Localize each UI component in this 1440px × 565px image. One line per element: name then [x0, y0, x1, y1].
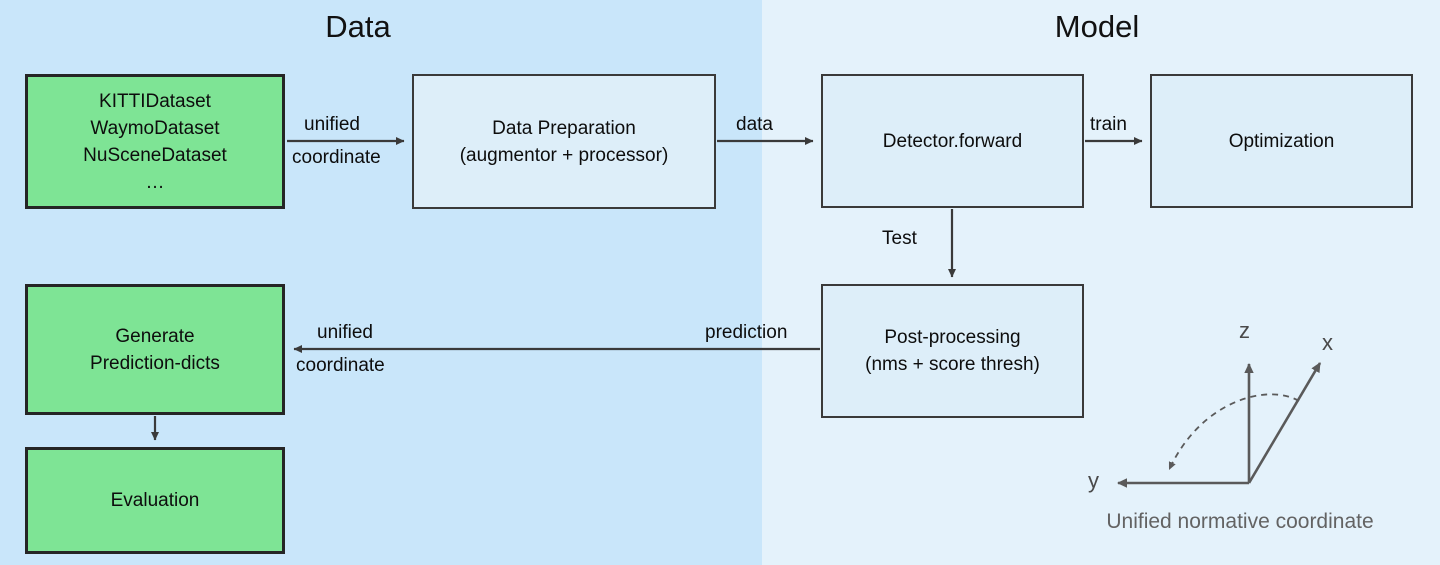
node-data-preparation[interactable]: Data Preparation (augmentor + processor): [412, 74, 716, 209]
panel-title-model: Model: [1054, 9, 1140, 44]
edge-label-data: data: [736, 114, 773, 135]
edge-label-prediction: prediction: [705, 322, 788, 343]
axis-label-z: z: [1239, 318, 1250, 343]
axis-label-x: x: [1322, 330, 1333, 355]
panel-title-data: Data: [325, 9, 391, 44]
edge-label-coordinate-top: coordinate: [292, 147, 381, 168]
edge-label-coordinate-bottom: coordinate: [296, 355, 385, 376]
coordinate-caption: Unified normative coordinate: [1106, 510, 1374, 533]
node-evaluation[interactable]: Evaluation: [25, 447, 285, 554]
node-optimization[interactable]: Optimization: [1150, 74, 1413, 208]
node-post-processing[interactable]: Post-processing (nms + score thresh): [821, 284, 1084, 418]
edge-label-unified-bottom: unified: [317, 322, 373, 343]
edge-label-test: Test: [882, 228, 917, 249]
axis-label-y: y: [1088, 468, 1099, 493]
node-detector-forward[interactable]: Detector.forward: [821, 74, 1084, 208]
node-generate-prediction-dicts[interactable]: Generate Prediction-dicts: [25, 284, 285, 415]
node-datasets[interactable]: KITTIDataset WaymoDataset NuSceneDataset…: [25, 74, 285, 209]
edge-label-unified-top: unified: [304, 114, 360, 135]
edge-label-train: train: [1090, 114, 1127, 135]
